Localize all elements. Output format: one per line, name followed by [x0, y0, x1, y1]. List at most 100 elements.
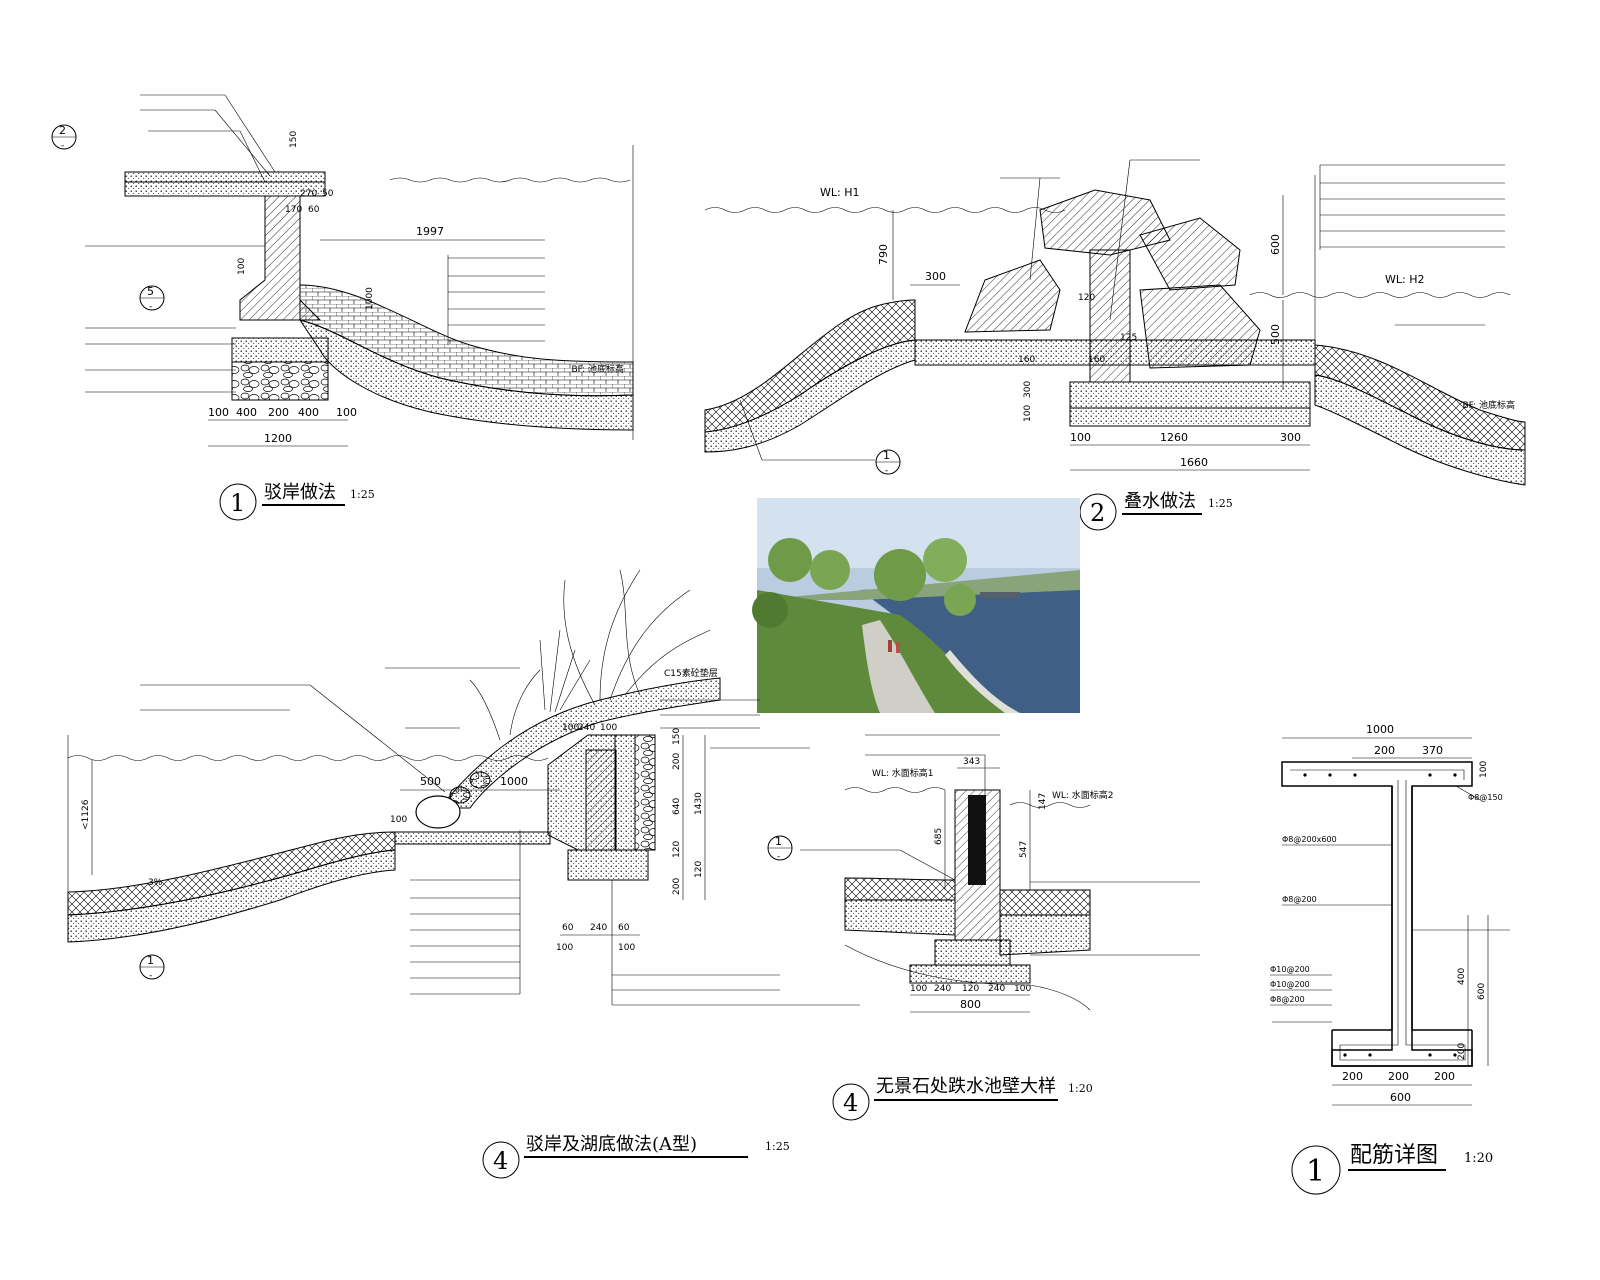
leader-lines [800, 734, 1200, 956]
dim: 200 [672, 753, 682, 770]
callout-no: 1 [775, 835, 782, 848]
leader-lines [739, 159, 1505, 461]
aquatic-plants [469, 569, 711, 741]
wall-footing [567, 849, 649, 881]
dim: 200 [1434, 1070, 1455, 1083]
dim: 790 [877, 244, 890, 265]
dim: 500 [1269, 324, 1282, 345]
rebar-label: Φ10@200 [1270, 965, 1310, 974]
slope-label: 3% [148, 878, 163, 888]
dim: 200 [1342, 1070, 1363, 1083]
detail-number-circle [1291, 1145, 1341, 1195]
detail-title: 驳岸做法 [264, 482, 336, 503]
detail-title: 叠水做法 [1124, 491, 1196, 512]
dim: 60 [618, 923, 630, 933]
dim: 60 [308, 205, 320, 215]
dim: 170 [285, 205, 302, 215]
dim: 400 [236, 406, 257, 419]
dim: 685 [934, 828, 944, 845]
dim: 240 [934, 984, 951, 994]
dim: 1200 [264, 432, 292, 445]
dim: 150 [289, 131, 299, 148]
dim: 300 [1280, 431, 1301, 444]
dim: 300 [925, 270, 946, 283]
detail-number: 1 [1306, 1154, 1325, 1189]
detail-number-circle [219, 483, 257, 521]
water-surface-1 [844, 787, 946, 793]
callout-no: 1 [883, 449, 890, 462]
rock [1139, 217, 1241, 291]
dim: 100 [208, 406, 229, 419]
dim: 147 [1038, 793, 1048, 810]
detail-4-fall-wall: 343 685 147 547 100 240 120 240 100 800 … [767, 734, 1200, 1121]
dim: 370 [1422, 744, 1443, 757]
dim: 1997 [416, 225, 444, 238]
dim: 100 [1070, 431, 1091, 444]
dim: 240 [988, 984, 1005, 994]
dim: 100 [1479, 761, 1489, 778]
dim: 200 [1457, 1043, 1467, 1060]
water-surface [67, 755, 549, 761]
rebar-label: Φ8@200 [1282, 895, 1317, 904]
dim: 1660 [1180, 456, 1208, 469]
dim: 547 [1019, 841, 1029, 858]
detail-scale: 1:25 [765, 1140, 790, 1153]
dim: 1260 [1160, 431, 1188, 444]
water-surface-2 [1009, 802, 1091, 808]
detail-number-circle [482, 1141, 520, 1179]
rebar-label: Φ8@150 [1468, 793, 1503, 802]
detail-title: 驳岸及湖底做法(A型) [526, 1134, 697, 1155]
water-surface-h2 [1249, 292, 1511, 298]
bottom-elevation-tag: BF: 池底标高 [1462, 399, 1515, 411]
rebar-line [1290, 769, 1466, 1061]
detail-title: 配筋详图 [1350, 1143, 1438, 1168]
dim: 640 [672, 798, 682, 815]
layer-tag: C15素砼垫层 [664, 667, 718, 679]
bottom-elevation-tag: BF: 池底标高 [571, 363, 624, 375]
dim: 240 [578, 723, 595, 733]
leader-lines [85, 94, 545, 393]
dim: 1430 [694, 792, 704, 815]
water-surface [389, 177, 631, 183]
detail-title: 无景石处跌水池壁大样 [876, 1076, 1056, 1097]
dim: 100 [910, 984, 927, 994]
dim: 270 [300, 189, 317, 199]
lake-water [860, 580, 1080, 713]
dim: 160 [1088, 355, 1105, 365]
detail-scale: 1:20 [1464, 1151, 1493, 1166]
dim: 1000 [1366, 723, 1394, 736]
dim: 400 [1457, 968, 1467, 985]
dim: 100 [237, 258, 247, 275]
dim: 100 [390, 815, 407, 825]
dim: 240 [590, 923, 607, 933]
base-layer [124, 181, 326, 197]
reference-photo [752, 498, 1080, 713]
leader-lines [140, 667, 860, 1006]
detail-number: 2 [1090, 499, 1105, 527]
leader-lines [1270, 785, 1510, 1023]
dim: 200 [672, 878, 682, 895]
callout-no: 2 [59, 124, 66, 137]
callout-sheet: - [149, 971, 152, 981]
dim: 160 [1018, 355, 1035, 365]
water-surface-h1 [704, 207, 1066, 213]
dim: 100 [556, 943, 573, 953]
dim: 50 [322, 189, 334, 199]
dim: 600 [1390, 1091, 1411, 1104]
detail-number: 4 [493, 1147, 508, 1175]
dim: 150 [672, 728, 682, 745]
dim: 800 [960, 998, 981, 1011]
gravel-footing [231, 361, 329, 401]
rock [964, 259, 1061, 333]
dim: 120 [672, 841, 682, 858]
callout-sheet: - [777, 852, 780, 862]
concrete-footing [231, 337, 329, 363]
water-level-tag: WL: 水面标高1 [872, 767, 934, 779]
dim: 100 [1023, 405, 1033, 422]
boulder [415, 795, 461, 829]
dim: 200 [268, 406, 289, 419]
detail-scale: 1:25 [1208, 497, 1233, 510]
callout-no: 1 [147, 954, 154, 967]
paving-layer [124, 171, 326, 183]
water-level-tag: WL: 水面标高2 [1052, 789, 1114, 801]
